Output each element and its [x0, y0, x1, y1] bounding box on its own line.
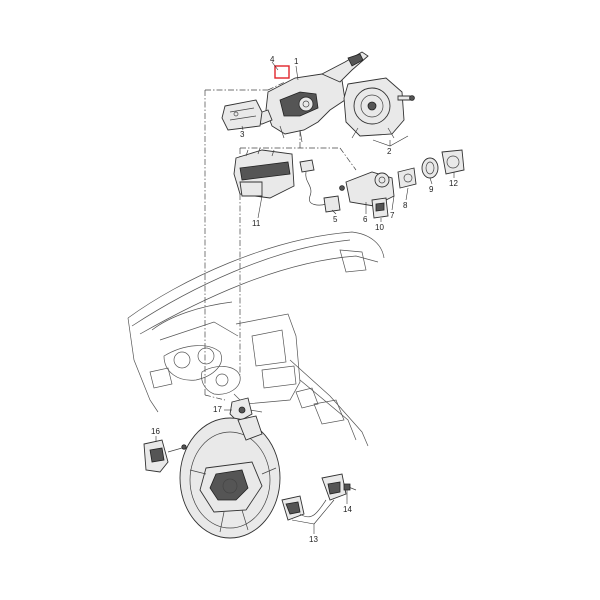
label-17: 17 [213, 405, 222, 414]
label-6: 6 [363, 215, 368, 224]
label-9: 9 [429, 185, 434, 194]
label-8: 8 [403, 201, 408, 210]
steering-column-switch [245, 51, 369, 143]
screw [343, 483, 351, 500]
label-16: 16 [151, 427, 160, 436]
label-1: 1 [294, 57, 299, 66]
label-12: 12 [449, 179, 458, 188]
ring-bezel [441, 149, 465, 175]
small-switch [371, 197, 389, 219]
ignition-lock [345, 167, 417, 207]
switch-cluster-left [143, 439, 187, 473]
clock-spring [343, 77, 415, 139]
label-3: 3 [240, 130, 245, 139]
label-11: 11 [252, 219, 261, 228]
ring-part [421, 157, 439, 179]
steering-wheel [179, 415, 281, 539]
part-labels: 4 1 3 2 11 5 6 7 8 10 9 12 17 16 14 13 [151, 55, 458, 544]
wiring-harness [299, 159, 345, 213]
label-5: 5 [333, 215, 338, 224]
label-2: 2 [387, 147, 392, 156]
leader-lines [155, 61, 455, 534]
module-bracket [221, 99, 263, 131]
wheel-harness [281, 473, 357, 521]
label-13: 13 [309, 535, 318, 544]
dashboard-outline [127, 231, 385, 447]
label-4: 4 [270, 55, 275, 64]
label-10: 10 [375, 223, 384, 232]
label-14: 14 [343, 505, 352, 514]
highlight-box [274, 65, 290, 79]
switch-unit [233, 147, 295, 199]
label-7: 7 [390, 211, 395, 220]
